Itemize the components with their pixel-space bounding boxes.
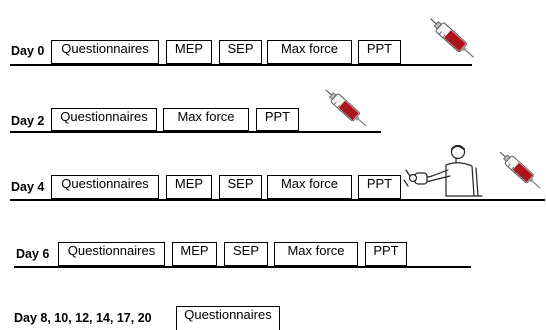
test-box-sep: SEP xyxy=(219,40,262,64)
test-box-ppt: PPT xyxy=(365,242,407,266)
test-box-sep: SEP xyxy=(224,242,268,266)
test-box-sep: SEP xyxy=(219,175,262,199)
timeline-line xyxy=(10,131,381,133)
timeline-line xyxy=(14,266,471,268)
day-label: Day 0 xyxy=(11,44,45,58)
syringe-icon xyxy=(325,89,367,127)
test-box-max-force: Max force xyxy=(274,242,358,266)
test-box-max-force: Max force xyxy=(267,175,352,199)
test-box-questionnaires: Questionnaires xyxy=(51,108,157,131)
day-label: Day 8, 10, 12, 14, 17, 20 xyxy=(14,311,152,325)
syringe-icon xyxy=(430,18,474,58)
syringe-icon xyxy=(499,151,541,189)
test-box-mep: MEP xyxy=(172,242,217,266)
timeline-line xyxy=(10,64,472,66)
test-box-mep: MEP xyxy=(166,40,212,64)
test-box-ppt: PPT xyxy=(358,40,401,64)
test-box-questionnaires: Questionnaires xyxy=(176,306,280,330)
test-box-max-force: Max force xyxy=(163,108,249,131)
exercise-person-icon xyxy=(403,144,483,197)
test-box-questionnaires: Questionnaires xyxy=(51,175,159,199)
day-label: Day 4 xyxy=(11,180,45,194)
test-box-ppt: PPT xyxy=(256,108,299,131)
timeline-line xyxy=(10,199,545,201)
test-box-ppt: PPT xyxy=(358,175,401,199)
test-box-max-force: Max force xyxy=(267,40,352,64)
test-box-mep: MEP xyxy=(166,175,212,199)
test-box-questionnaires: Questionnaires xyxy=(51,40,159,64)
day-label: Day 2 xyxy=(11,114,45,128)
test-box-questionnaires: Questionnaires xyxy=(58,242,165,266)
day-label: Day 6 xyxy=(16,247,50,261)
